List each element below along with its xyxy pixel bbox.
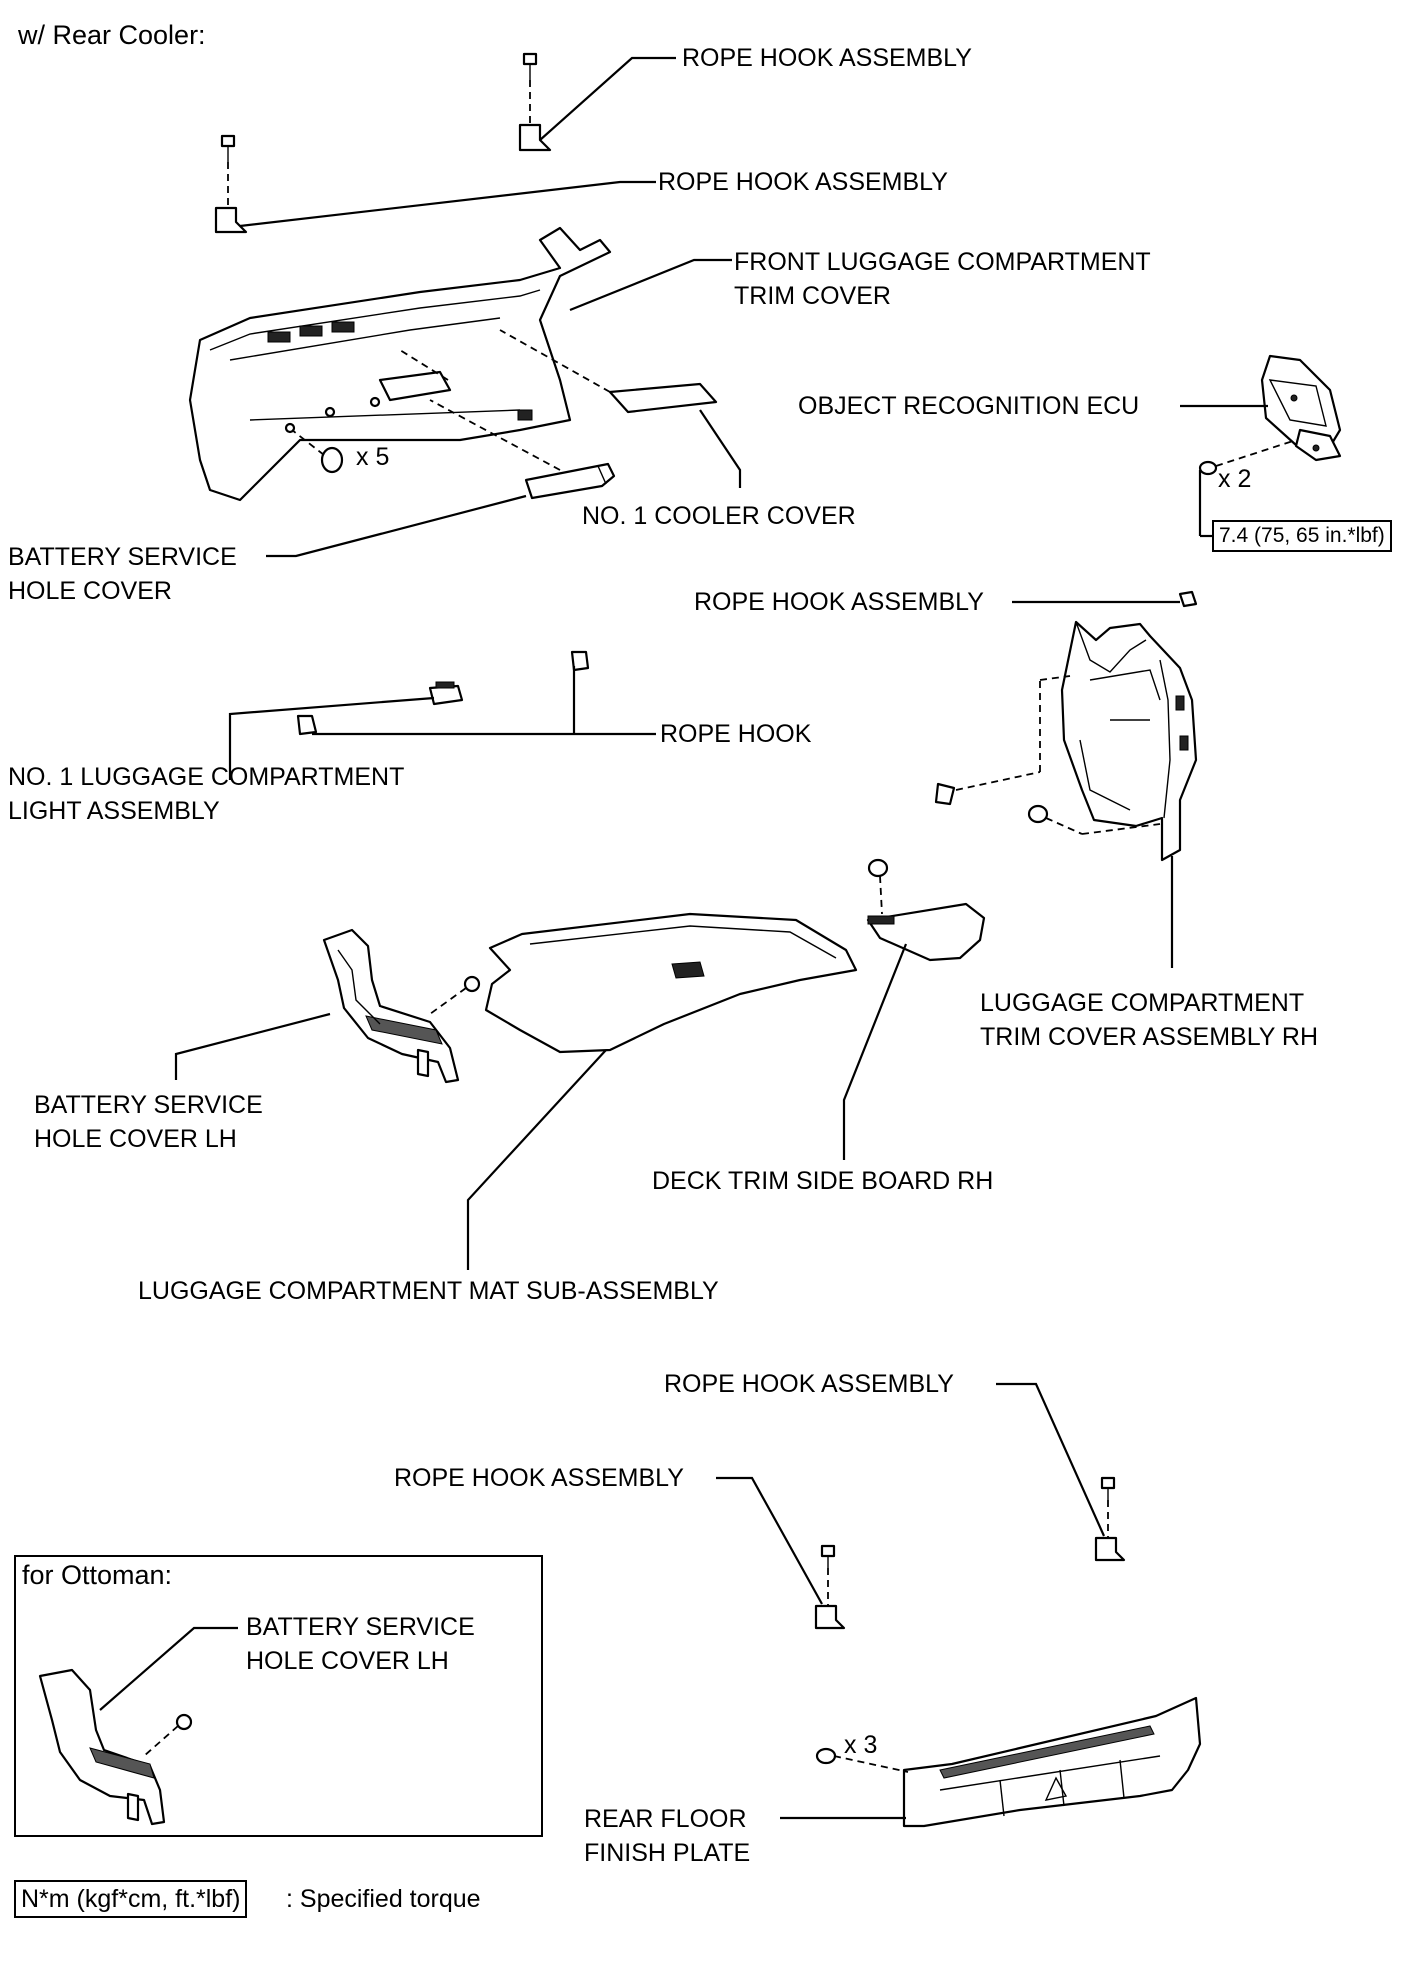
rope-hook-assembly-lower-right-part [1094,1476,1126,1562]
label-rope-hook-assembly-right: ROPE HOOK ASSEMBLY [694,588,984,616]
ottoman-title: for Ottoman: [22,1560,173,1590]
front-luggage-trim-cover-part [188,226,612,502]
rope-hook-assembly-lower-left-part [814,1544,846,1630]
label-luggage-trim-cover-rh-2: TRIM COVER ASSEMBLY RH [980,1023,1319,1051]
trim-cover-rh-clips [934,675,1161,835]
label-object-recognition-ecu: OBJECT RECOGNITION ECU [798,392,1140,420]
rope-hook-parts [296,650,590,736]
label-battery-service-hole-cover-2: HOLE COVER [8,577,172,605]
rear-floor-finish-plate-part [902,1696,1202,1828]
label-no1-luggage-light-2: LIGHT ASSEMBLY [8,797,220,825]
label-luggage-trim-cover-rh-1: LUGGAGE COMPARTMENT [980,989,1305,1017]
qty-rear-plate-clips: x 3 [844,1731,878,1759]
label-rope-hook-assembly-second: ROPE HOOK ASSEMBLY [658,168,948,196]
variant-label: w/ Rear Cooler: [18,20,206,50]
label-rope-hook-assembly-top: ROPE HOOK ASSEMBLY [682,44,972,72]
label-rear-floor-finish-plate-1: REAR FLOOR [584,1805,747,1833]
deck-board-clip [867,858,889,915]
battery-service-hole-cover-part [429,399,616,500]
rope-hook-assembly-right-part [1178,590,1198,608]
luggage-mat-part [484,912,858,1054]
front-trim-clip [291,429,344,474]
label-front-luggage-trim-cover-2: TRIM COVER [734,282,891,310]
ottoman-battery-cover-part [38,1668,193,1826]
no1-luggage-light-part [428,681,464,706]
label-battery-service-hole-cover-lh-2: HOLE COVER LH [34,1125,237,1153]
qty-front-trim-clips: x 5 [356,443,390,471]
label-ottoman-battery-cover-2: HOLE COVER LH [246,1647,449,1675]
battery-cover-lh-clip [429,975,481,1015]
torque-ecu-bolt: 7.4 (75, 65 in.*lbf) [1212,520,1392,552]
label-rope-hook-assembly-lower-right: ROPE HOOK ASSEMBLY [664,1370,954,1398]
label-rope-hook: ROPE HOOK [660,720,812,748]
object-recognition-ecu-part [1260,354,1342,462]
label-rear-floor-finish-plate-2: FINISH PLATE [584,1839,751,1867]
label-ottoman-battery-cover-1: BATTERY SERVICE [246,1613,475,1641]
label-battery-service-hole-cover-lh-1: BATTERY SERVICE [34,1091,263,1119]
label-no1-cooler-cover: NO. 1 COOLER COVER [582,502,856,530]
luggage-trim-cover-rh-part [1060,620,1198,862]
rope-hook-assembly-second-part [214,134,248,234]
label-no1-luggage-light-1: NO. 1 LUGGAGE COMPARTMENT [8,763,405,791]
rope-hook-assembly-top-part [518,52,552,152]
rear-plate-clip [815,1747,909,1773]
legend-description: : Specified torque [286,1885,481,1913]
label-front-luggage-trim-cover-1: FRONT LUGGAGE COMPARTMENT [734,248,1151,276]
label-rope-hook-assembly-lower-left: ROPE HOOK ASSEMBLY [394,1464,684,1492]
no1-cooler-cover-part [399,329,718,414]
battery-service-hole-cover-lh-part [322,928,460,1084]
leader-lines [99,56,1268,1820]
ottoman-inset-frame [14,1555,543,1837]
deck-trim-side-board-rh-part [866,902,986,962]
label-luggage-mat-sub-assembly: LUGGAGE COMPARTMENT MAT SUB-ASSEMBLY [138,1277,719,1305]
label-deck-trim-side-board-rh: DECK TRIM SIDE BOARD RH [652,1167,994,1195]
ecu-bolt [1198,439,1297,538]
label-battery-service-hole-cover-1: BATTERY SERVICE [8,543,237,571]
qty-ecu-bolts: x 2 [1218,465,1252,493]
legend-torque-units: N*m (kgf*cm, ft.*lbf) [14,1880,248,1918]
